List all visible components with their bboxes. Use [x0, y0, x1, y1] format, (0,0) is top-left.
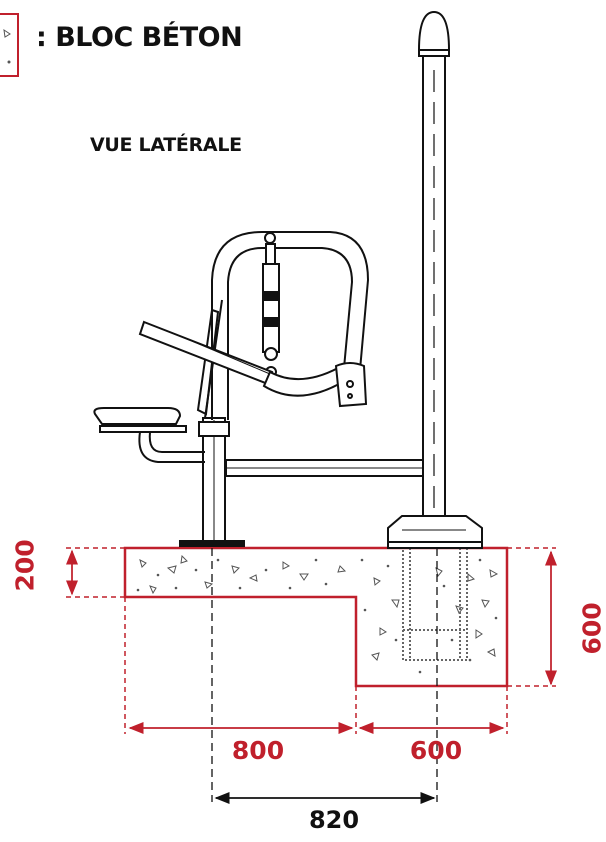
dimension-depth-right: 600 [577, 602, 606, 655]
dimension-lines [66, 547, 557, 734]
machine-column [179, 417, 245, 547]
gas-spring [262, 243, 280, 378]
dimension-width-left: 800 [231, 736, 285, 765]
concrete-block [123, 546, 509, 688]
dimension-width-right: 600 [409, 736, 463, 765]
tall-post [387, 10, 483, 549]
dimension-depth-left: 200 [10, 539, 40, 592]
seat [93, 407, 205, 463]
cross-bar [225, 459, 424, 477]
dimension-post-spacing: 820 [308, 806, 360, 834]
axis-lines [211, 548, 438, 802]
lever-arm [138, 320, 368, 408]
legend-swatch-icon [0, 13, 19, 77]
legend-label: : BLOC BÉTON [36, 22, 243, 53]
view-title: VUE LATÉRALE [90, 134, 242, 156]
